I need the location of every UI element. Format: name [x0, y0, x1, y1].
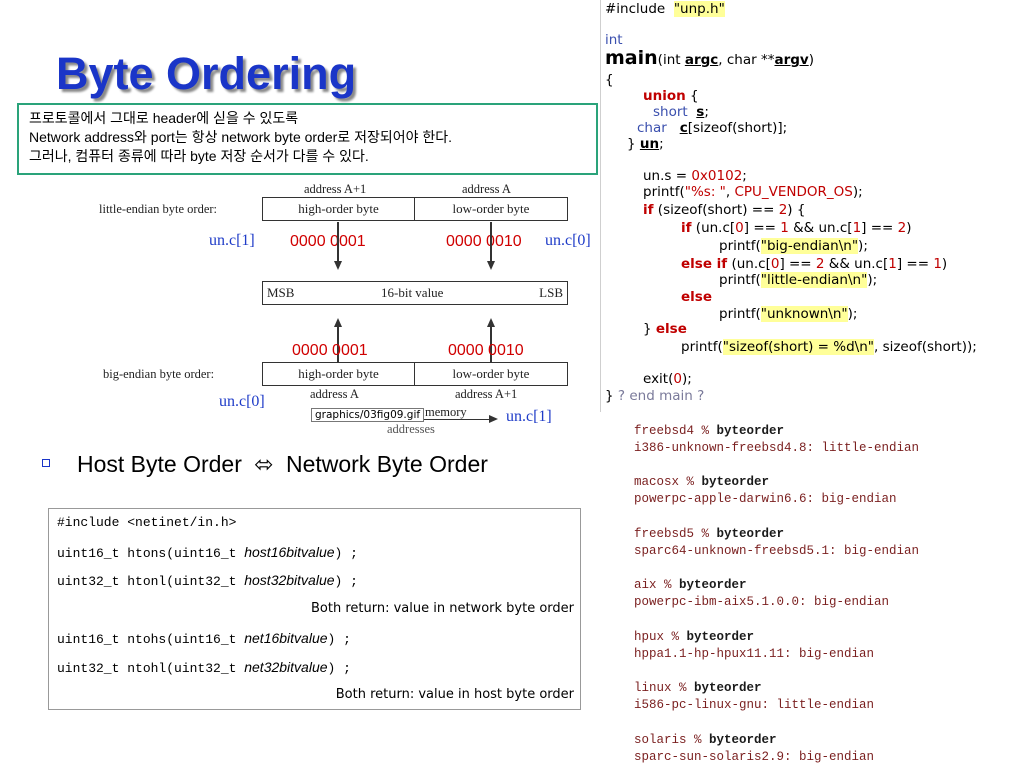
- addresses-label: addresses: [387, 422, 435, 436]
- code-line-union: union {: [643, 88, 699, 104]
- sixteen-bit-label: 16-bit value: [381, 285, 444, 300]
- big-high-bits: 0000 0001: [292, 342, 368, 359]
- big-low-bits: 0000 0010: [448, 342, 524, 359]
- arrow-up-icon: [487, 318, 495, 327]
- sixteen-bit-value-box: MSB 16-bit value LSB: [262, 281, 568, 305]
- bullet-text: Host Byte Order ⬄ Network Byte Order: [77, 451, 488, 478]
- conversion-functions-box: #include <netinet/in.h> uint16_t htons(u…: [48, 508, 581, 710]
- slide-title: Byte Ordering: [56, 48, 357, 99]
- address-a-top-label: address A: [462, 182, 511, 196]
- little-high-bits: 0000 0001: [290, 233, 366, 250]
- memory-label: memory: [425, 405, 467, 419]
- code-line-else: else: [681, 289, 712, 305]
- terminal-prompt-line: freebsd5 % byteorder: [634, 527, 785, 541]
- code-line-printf-big: printf("big-endian\n");: [719, 238, 868, 254]
- code-line-int: int: [605, 32, 623, 48]
- code-line-char: char c[sizeof(short)];: [637, 120, 788, 136]
- code-line-short: short s;: [653, 104, 709, 120]
- htonl-prototype: uint32_t htonl(uint32_t host32bitvalue) …: [57, 572, 358, 589]
- note-line-1: 프로토콜에서 그대로 header에 싣을 수 있도록: [29, 110, 299, 126]
- include-line: #include <netinet/in.h>: [57, 515, 237, 530]
- arrow-up-icon: [334, 318, 342, 327]
- host-byte-order-label: Host Byte Order: [77, 451, 242, 477]
- code-line-if-big: if (un.c[0] == 1 && un.c[1] == 2): [681, 220, 912, 236]
- arrow-down-icon: [334, 261, 342, 270]
- terminal-prompt-line: aix % byteorder: [634, 578, 747, 592]
- code-line-end: } ? end main ?: [605, 388, 705, 404]
- address-a1-bottom-label: address A+1: [455, 387, 518, 401]
- little-low-byte-box: low-order byte: [414, 197, 568, 221]
- terminal-prompt-line: freebsd4 % byteorder: [634, 424, 785, 438]
- arrow-line: [490, 222, 492, 262]
- note-box: 프로토콜에서 그대로 header에 싣을 수 있도록 Network addr…: [17, 103, 598, 175]
- ntohs-prototype: uint16_t ntohs(uint16_t net16bitvalue) ;: [57, 630, 351, 647]
- ntohl-prototype: uint32_t ntohl(uint32_t net32bitvalue) ;: [57, 659, 351, 676]
- little-high-byte-box: high-order byte: [262, 197, 415, 221]
- network-return-note: Both return: value in network byte order: [311, 601, 574, 616]
- code-line-include: #include "unp.h": [605, 1, 725, 17]
- terminal-result-line: i386-unknown-freebsd4.8: little-endian: [634, 441, 920, 455]
- unc1-top-label: un.c[1]: [209, 232, 255, 249]
- code-line-brace-open: {: [605, 72, 614, 88]
- note-line-3: 그러나, 컴퓨터 종류에 따라 byte 저장 순서가 다를 수 있다.: [29, 148, 369, 164]
- arrow-line: [337, 326, 339, 362]
- code-line-exit: exit(0);: [643, 371, 692, 387]
- unc0-bottom-label: un.c[0]: [219, 393, 265, 410]
- terminal-prompt-line: macosx % byteorder: [634, 475, 770, 489]
- arrow-right-icon: [489, 415, 498, 423]
- address-a1-top-label: address A+1: [304, 182, 367, 196]
- graphics-filename-tooltip: graphics/03fig09.gif: [311, 408, 425, 422]
- terminal-result-line: powerpc-ibm-aix5.1.0.0: big-endian: [634, 595, 890, 609]
- code-line-if-sizeof: if (sizeof(short) == 2) {: [643, 202, 806, 218]
- code-line-main: main(int argc, char **argv): [605, 47, 814, 69]
- arrow-line: [490, 326, 492, 362]
- bullet-square-icon: [42, 459, 50, 467]
- unc0-top-label: un.c[0]: [545, 232, 591, 249]
- htons-prototype: uint16_t htons(uint16_t host16bitvalue) …: [57, 544, 358, 561]
- source-code-panel: #include "unp.h" int main(int argc, char…: [600, 0, 1024, 412]
- arrow-line: [337, 222, 339, 262]
- network-byte-order-label: Network Byte Order: [285, 451, 488, 477]
- terminal-prompt-line: hpux % byteorder: [634, 630, 755, 644]
- code-line-printf-unknown: printf("unknown\n");: [719, 306, 858, 322]
- lsb-label: LSB: [539, 285, 563, 300]
- code-line-printf-little: printf("little-endian\n");: [719, 272, 878, 288]
- terminal-result-line: sparc64-unknown-freebsd5.1: big-endian: [634, 544, 920, 558]
- terminal-prompt-line: solaris % byteorder: [634, 733, 777, 747]
- arrow-down-icon: [487, 261, 495, 270]
- terminal-result-line: powerpc-apple-darwin6.6: big-endian: [634, 492, 897, 506]
- note-line-2: Network address와 port는 항상 network byte o…: [29, 129, 453, 145]
- big-low-byte-box: low-order byte: [414, 362, 568, 386]
- code-line-printf-vendor: printf("%s: ", CPU_VENDOR_OS);: [643, 184, 863, 200]
- code-line-union-close: } un;: [627, 136, 664, 152]
- msb-label: MSB: [267, 285, 295, 300]
- terminal-prompt-line: linux % byteorder: [634, 681, 762, 695]
- code-line-else-if: else if (un.c[0] == 2 && un.c[1] == 1): [681, 256, 948, 272]
- little-low-bits: 0000 0010: [446, 233, 522, 250]
- little-endian-label: little-endian byte order:: [99, 202, 218, 216]
- address-a-bottom-label: address A: [310, 387, 359, 401]
- big-high-byte-box: high-order byte: [262, 362, 415, 386]
- code-line-else-block: } else: [643, 321, 687, 337]
- terminal-result-line: hppa1.1-hp-hpux11.11: big-endian: [634, 647, 875, 661]
- terminal-result-line: sparc-sun-solaris2.9: big-endian: [634, 750, 875, 764]
- code-line-assign: un.s = 0x0102;: [643, 168, 747, 184]
- code-line-printf-sizeof: printf("sizeof(short) = %d\n", sizeof(sh…: [681, 339, 977, 355]
- double-arrow-icon: ⬄: [254, 451, 274, 477]
- unc1-bottom-label: un.c[1]: [506, 408, 552, 425]
- host-return-note: Both return: value in host byte order: [335, 687, 574, 702]
- terminal-result-line: i586-pc-linux-gnu: little-endian: [634, 698, 875, 712]
- big-endian-label: big-endian byte order:: [103, 367, 215, 381]
